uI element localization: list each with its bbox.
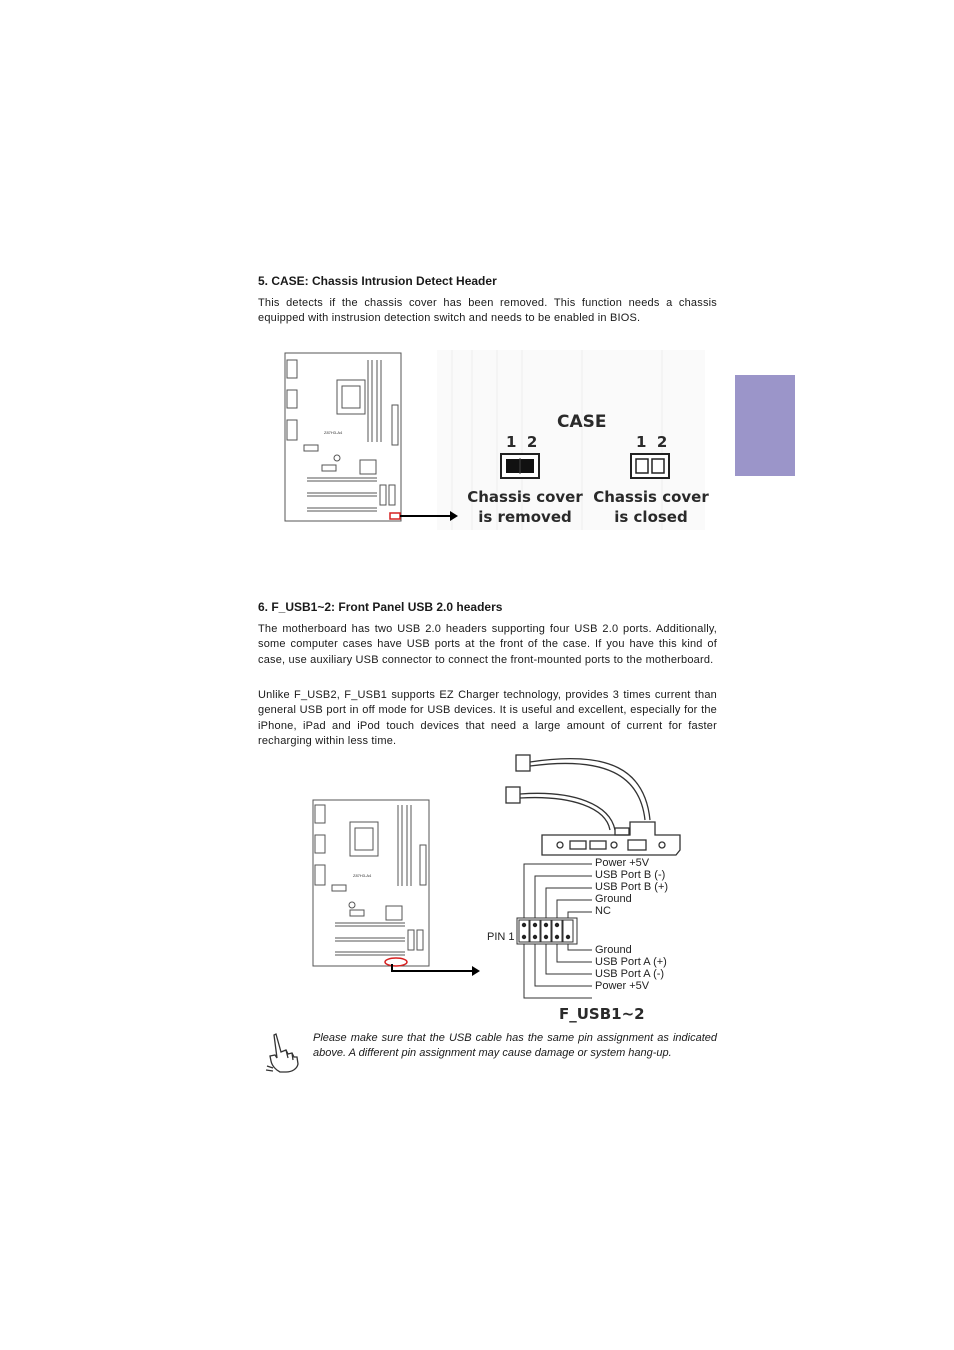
case-diagram-svg: Z87H3-A4	[284, 350, 705, 530]
section5-heading: 5. CASE: Chassis Intrusion Detect Header	[258, 274, 497, 288]
state-closed-caption: Chassis cover is closed	[586, 487, 716, 527]
case-header-label: CASE	[557, 412, 607, 432]
pin-label-bottom-3: USB Port A (-)	[595, 968, 665, 980]
chapter-side-tab	[735, 375, 795, 476]
pin-numbers-removed: 1 2	[506, 433, 538, 451]
section6-para1: The motherboard has two USB 2.0 headers …	[258, 623, 717, 666]
section6-heading: 6. F_USB1~2: Front Panel USB 2.0 headers	[258, 600, 503, 614]
board-model-label: Z87H3-A4	[324, 430, 343, 435]
state-closed-line2: is closed	[614, 508, 688, 526]
pin-leader-lines	[523, 863, 592, 999]
fusb-diagram: Z87H3-A4	[310, 750, 690, 1030]
pin-numbers-closed: 1 2	[636, 433, 668, 451]
pin-label-top-1: Power +5V	[595, 857, 650, 869]
arrow-right-icon-2	[472, 966, 480, 976]
case-header-highlight	[389, 512, 401, 520]
section5-body: This detects if the chassis cover has be…	[258, 297, 717, 325]
case-diagram: Z87H3-A4 CASE 1 2 1 2 Chassis cover is r…	[282, 350, 709, 530]
pin-label-top-5: NC	[595, 905, 611, 917]
fusb-header-name: F_USB1~2	[559, 1005, 645, 1023]
pin-label-top-3: USB Port B (+)	[595, 881, 669, 893]
state-removed-line1: Chassis cover	[467, 488, 583, 506]
fusb-header-highlight	[384, 957, 408, 967]
arrow-right-icon	[450, 511, 458, 521]
pin-label-bottom-1: Ground	[595, 944, 632, 956]
state-closed-line1: Chassis cover	[593, 488, 709, 506]
usb-cable-assembly	[505, 754, 681, 856]
pin1-label: PIN 1	[487, 931, 515, 943]
motherboard-outline	[284, 352, 402, 522]
section6-para2: Unlike F_USB2, F_USB1 supports EZ Charge…	[258, 689, 717, 747]
pin-label-bottom-2: USB Port A (+)	[595, 956, 667, 968]
pin-header	[516, 917, 578, 945]
state-removed-line2: is removed	[478, 508, 572, 526]
state-removed-caption: Chassis cover is removed	[460, 487, 590, 527]
board-model-label-2: Z87H3-A4	[353, 873, 372, 878]
pin-label-top-4: Ground	[595, 893, 632, 905]
pointing-hand-icon	[264, 1030, 302, 1074]
motherboard-outline-2	[312, 799, 430, 967]
note-text: Please make sure that the USB cable has …	[313, 1032, 717, 1060]
pin-label-top-2: USB Port B (-)	[595, 869, 666, 881]
fusb-diagram-svg: Z87H3-A4	[312, 754, 681, 999]
pin-label-bottom-4: Power +5V	[595, 980, 650, 992]
